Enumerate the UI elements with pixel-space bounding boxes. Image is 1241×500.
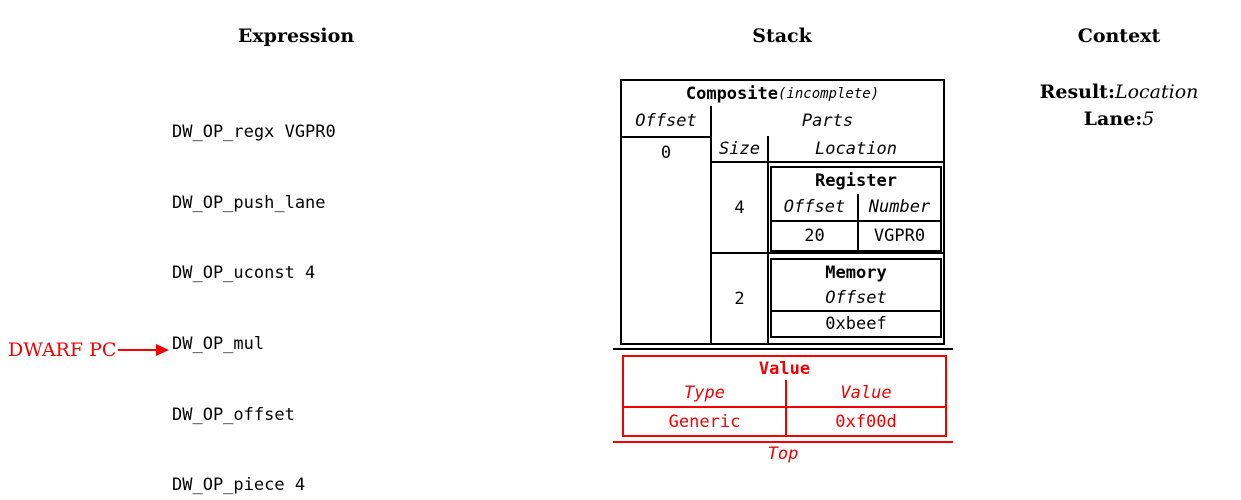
composite-offset-value: 0 xyxy=(660,143,672,163)
value-entry-table: Value Type Value Generic 0xf00d xyxy=(622,355,947,437)
parts-location-header: Location xyxy=(815,138,897,159)
composite-title: Composite xyxy=(685,83,778,104)
stack-column-title: Stack xyxy=(752,25,812,47)
dwarf-pc-marker: DWARF PC xyxy=(8,339,170,361)
context-result-field: Result:Location xyxy=(1019,79,1219,106)
register-location-table: Register Offset Number 20 VGPR0 xyxy=(770,166,942,252)
value-value-value: 0xf00d xyxy=(835,411,897,432)
context-fields: Result:Location Lane:5 xyxy=(1019,79,1219,133)
context-result-value: Location xyxy=(1114,81,1199,103)
expression-op: DW_OP_regx VGPR0 xyxy=(172,122,336,143)
divider xyxy=(772,310,940,312)
context-lane-field: Lane:5 xyxy=(1019,106,1219,133)
composite-location-table: Composite(incomplete) Offset 0 Parts Siz… xyxy=(620,79,945,345)
divider xyxy=(857,194,859,250)
register-number-header: Number xyxy=(868,197,931,217)
expression-op: DW_OP_uconst 4 xyxy=(172,263,316,284)
expression-op: DW_OP_piece 4 xyxy=(172,475,306,496)
memory-location-table: Memory Offset 0xbeef xyxy=(770,258,942,338)
divider xyxy=(767,136,769,343)
value-entry-title: Value xyxy=(758,358,811,379)
stack-top-label: Top xyxy=(767,444,799,464)
arrow-right-icon xyxy=(156,344,170,356)
context-lane-value: 5 xyxy=(1142,108,1155,130)
value-value-header: Value xyxy=(840,383,892,403)
parts-size-header: Size xyxy=(719,138,760,159)
arrow-line xyxy=(118,349,157,351)
register-number-value: VGPR0 xyxy=(873,226,926,246)
context-result-label: Result: xyxy=(1039,81,1115,103)
value-type-value: Generic xyxy=(668,411,741,432)
part-size-value: 2 xyxy=(734,288,745,309)
context-lane-label: Lane: xyxy=(1083,108,1143,130)
divider xyxy=(624,406,945,408)
expression-op: DW_OP_mul xyxy=(172,334,265,355)
memory-title: Memory xyxy=(825,262,887,283)
expression-op-list: DW_OP_regx VGPR0 DW_OP_push_lane DW_OP_u… xyxy=(172,77,366,500)
divider xyxy=(772,220,940,222)
expression-op: DW_OP_push_lane xyxy=(172,192,326,213)
context-column-title: Context xyxy=(1077,25,1161,47)
divider xyxy=(710,106,712,343)
expression-column-title: Expression xyxy=(237,25,355,47)
stack-entry-separator xyxy=(613,348,953,350)
value-type-header: Type xyxy=(684,383,725,403)
register-offset-header: Offset xyxy=(783,197,846,217)
memory-offset-value: 0xbeef xyxy=(825,314,887,334)
divider xyxy=(712,161,943,163)
composite-title-row: Composite(incomplete) xyxy=(622,81,943,106)
composite-offset-header: Offset xyxy=(635,111,697,131)
stack-top-separator xyxy=(613,441,953,443)
expression-op: DW_OP_offset xyxy=(172,404,295,425)
memory-offset-header: Offset xyxy=(825,287,887,308)
composite-parts-header: Parts xyxy=(801,111,854,131)
dwarf-pc-label: DWARF PC xyxy=(8,339,117,361)
composite-qualifier: (incomplete) xyxy=(777,85,880,102)
part-size-value: 4 xyxy=(734,197,745,218)
register-offset-value: 20 xyxy=(804,226,825,246)
register-title: Register xyxy=(815,171,897,191)
divider xyxy=(712,252,943,254)
divider xyxy=(622,136,710,138)
